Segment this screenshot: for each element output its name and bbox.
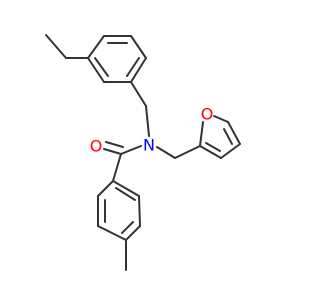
bond-carbonyl-ring: [112, 153, 122, 182]
bond-tolyl-3: [125, 225, 141, 241]
bond-furan-c4-c3: [220, 143, 241, 159]
structure-canvas: O N O: [45, 34, 241, 271]
bond-tolyl-6: [97, 180, 114, 197]
bonds: [45, 34, 241, 271]
bond-furan-c3-c2-inner: [205, 142, 221, 152]
bond-furan-c5-c4-inner: [223, 128, 233, 145]
bond-tolyl-1-inner: [115, 187, 136, 201]
chemical-structure: O N O: [45, 34, 241, 271]
furan-oxygen-label: O: [201, 105, 214, 124]
bond-n-ch2: [156, 146, 176, 159]
bond-ethylbenzene-4-inner: [126, 57, 140, 77]
bond-furan-c3-c2: [199, 145, 222, 159]
bond-tolyl-1: [112, 180, 140, 197]
amide-nitrogen-label: N: [143, 136, 155, 155]
bond-carbonyl-double-1: [103, 148, 122, 155]
bond-ethylbenzene-4: [130, 57, 147, 83]
bond-n-carbonyl: [120, 145, 142, 155]
bond-benzyl-ring: [130, 81, 147, 107]
carbonyl-oxygen-label: O: [90, 137, 103, 156]
bond-tolyl-4: [97, 225, 127, 241]
bond-ethylbenzene-6-inner: [94, 57, 109, 77]
bond-furan-c2-o: [199, 121, 204, 147]
bond-ethylbenzene-1: [87, 35, 105, 59]
bond-benzyl-ch2-n: [145, 105, 150, 137]
bond-carbonyl-double-2: [105, 141, 124, 148]
bond-tolyl-2: [138, 195, 141, 227]
bond-ch2-furan: [174, 145, 201, 159]
bond-furan-c5-c4: [227, 121, 241, 145]
bond-furan-o-c5: [213, 115, 229, 123]
bond-ethylbenzene-6: [87, 57, 105, 83]
bond-tolyl-3-inner: [121, 221, 134, 234]
bond-ethyl-ch3: [45, 34, 67, 59]
atom-labels: O N O: [90, 105, 214, 156]
bond-ethylbenzene-3: [130, 35, 147, 59]
